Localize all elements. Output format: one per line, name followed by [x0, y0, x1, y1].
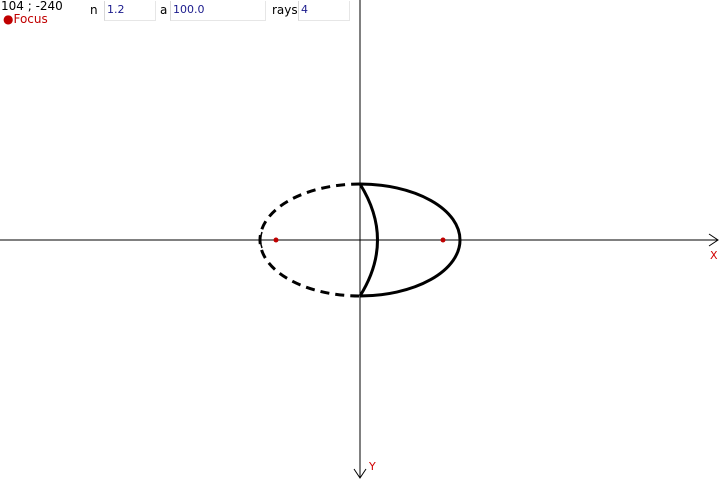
- param-a-label: a: [160, 3, 168, 17]
- lens-inner-surface: [358, 183, 379, 297]
- focus-legend-label: Focus: [13, 12, 48, 26]
- param-n-label: n: [90, 3, 98, 17]
- param-rays-label: rays: [272, 3, 298, 17]
- cursor-coordinates: 104 ; -240: [1, 0, 63, 13]
- x-axis-label: X: [710, 249, 718, 262]
- focus-legend: ●Focus: [3, 12, 48, 26]
- left-vertex-mark: [259, 231, 263, 249]
- focus-dot-icon: ●: [3, 12, 14, 26]
- param-n-input[interactable]: 1.2: [104, 1, 156, 21]
- x-axis-arrow-icon: [708, 233, 719, 247]
- y-axis-arrow-icon: [353, 468, 367, 479]
- focus-point-left[interactable]: [273, 237, 279, 243]
- param-rays-input[interactable]: 4: [298, 1, 350, 21]
- focus-point-right[interactable]: [440, 237, 446, 243]
- lens-ellipse-arc: [359, 182, 462, 298]
- param-a-input[interactable]: 100.0: [170, 1, 266, 21]
- y-axis-label: Y: [368, 460, 376, 473]
